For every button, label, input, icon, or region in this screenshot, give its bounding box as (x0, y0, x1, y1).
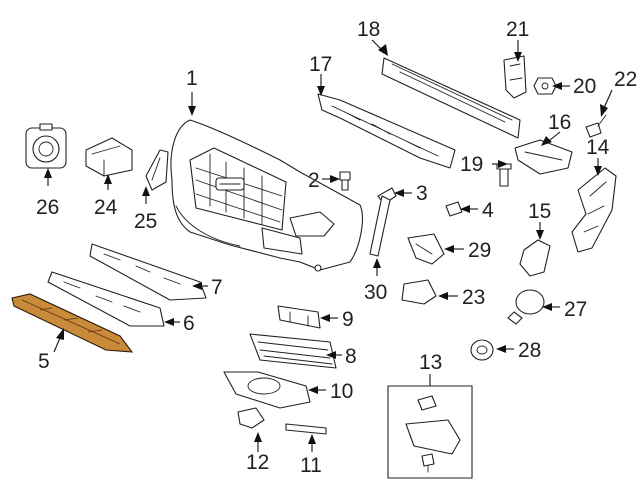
part-1-bumper-cover (170, 119, 363, 272)
part-27-sensor (507, 289, 545, 325)
part-30-strip (369, 195, 391, 257)
callout-16: 16 (548, 111, 571, 134)
part-2-screw (339, 171, 351, 191)
callout-22: 22 (614, 68, 637, 91)
callout-28: 28 (518, 339, 541, 362)
callout-21: 21 (506, 18, 529, 41)
leader-lines (44, 39, 613, 452)
part-10-bezel (223, 371, 311, 409)
callout-labels: 1 2 3 4 5 6 7 8 9 10 11 12 13 14 15 16 1… (36, 18, 637, 477)
part-25-bracket (145, 149, 169, 191)
part-26-sensor (25, 123, 67, 169)
part-5-spoiler-highlighted (11, 293, 134, 353)
part-14-bracket (571, 167, 617, 253)
callout-11: 11 (300, 454, 322, 477)
part-16-bracket (514, 139, 573, 175)
callout-7: 7 (211, 276, 223, 299)
callout-26: 26 (36, 196, 59, 219)
callout-10: 10 (330, 380, 353, 403)
part-20-nut (533, 77, 557, 95)
part-18-absorber (381, 57, 521, 139)
part-15-cover (519, 239, 551, 277)
part-6-bracket (47, 271, 165, 327)
callout-2: 2 (308, 169, 320, 192)
callout-14: 14 (586, 136, 610, 159)
callout-15: 15 (528, 200, 551, 223)
callout-1: 1 (186, 67, 198, 90)
part-19-bolt (496, 163, 512, 187)
part-24-module (85, 137, 133, 177)
callout-20: 20 (573, 75, 596, 98)
callout-3: 3 (416, 182, 428, 205)
callout-5: 5 (38, 350, 50, 373)
callout-18: 18 (357, 18, 380, 41)
part-22-screw (585, 114, 607, 138)
callout-27: 27 (564, 298, 587, 321)
part-9-bracket (277, 305, 321, 329)
part-29-trim (407, 233, 445, 265)
callout-9: 9 (342, 308, 354, 331)
part-28-holder (470, 339, 494, 361)
callout-4: 4 (482, 199, 494, 222)
callout-6: 6 (183, 312, 195, 335)
part-7-trim (89, 243, 207, 301)
part-11-strip (285, 423, 327, 435)
callout-24: 24 (94, 196, 118, 219)
callout-13: 13 (419, 351, 442, 374)
part-21-bracket (503, 55, 527, 99)
part-13-kit (387, 385, 473, 479)
part-12-cap (237, 407, 265, 429)
callout-8: 8 (345, 345, 357, 368)
callout-23: 23 (462, 286, 485, 309)
part-4-screw (445, 201, 463, 217)
callout-17: 17 (309, 53, 332, 76)
callout-19: 19 (460, 153, 483, 176)
callout-29: 29 (468, 239, 491, 262)
part-8-grille (249, 333, 337, 369)
callout-25: 25 (134, 210, 157, 233)
callout-12: 12 (246, 451, 269, 474)
part-23-cap (401, 279, 437, 305)
part-17-reinforcement (317, 93, 456, 169)
callout-30: 30 (364, 281, 387, 304)
